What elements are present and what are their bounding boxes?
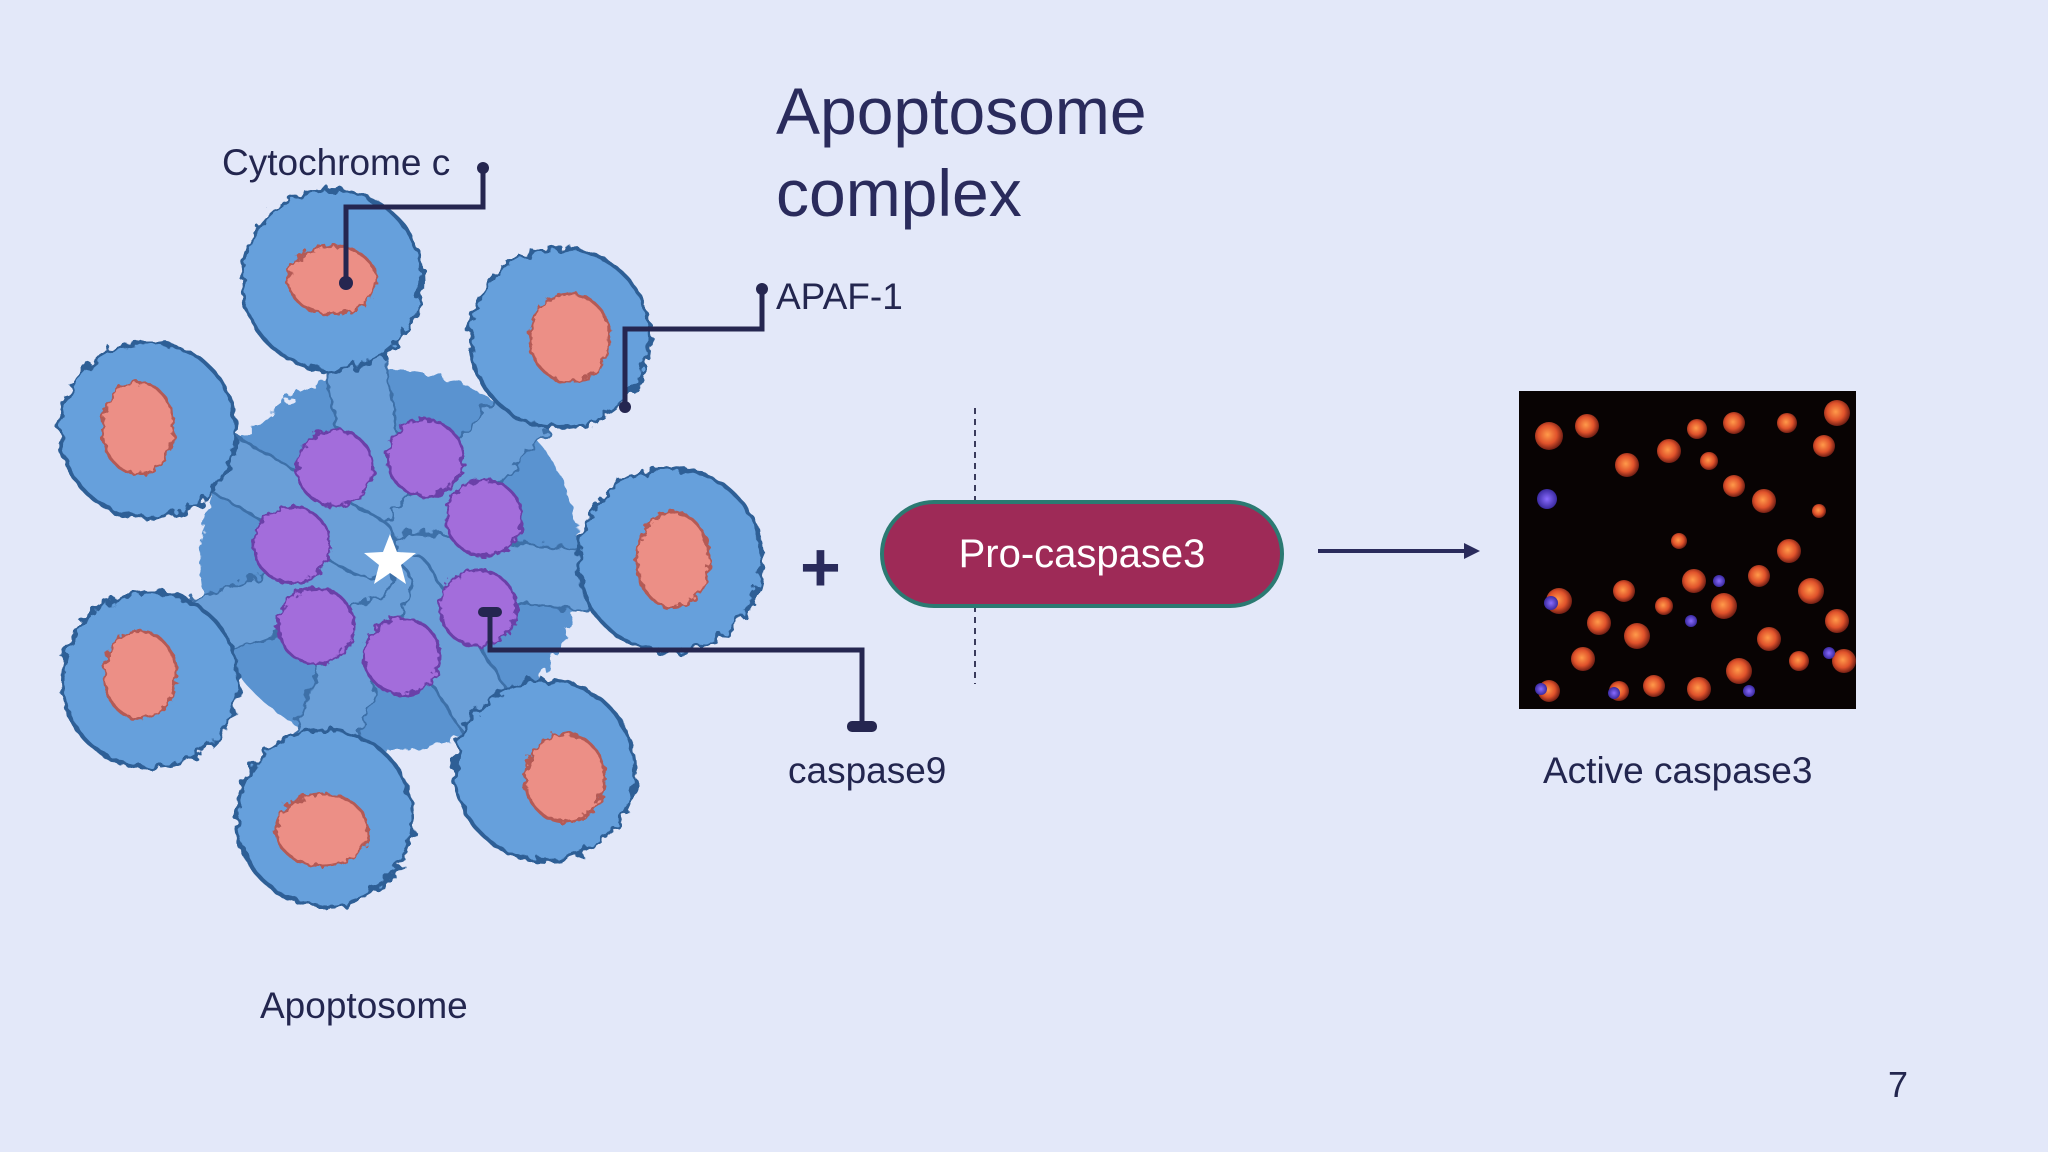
page-title: Apoptosome complex [776, 70, 1147, 234]
apoptosome-label: Apoptosome [260, 985, 468, 1026]
active-caspase3-label: Active caspase3 [1543, 750, 1813, 791]
title-line-1: Apoptosome [776, 74, 1147, 148]
cytochrome-c-domains [100, 244, 711, 868]
title-line-2: complex [776, 156, 1022, 230]
active-caspase3-micrograph [1519, 391, 1856, 709]
micrograph-cells [1535, 400, 1856, 702]
cytochrome-c-label: Cytochrome c [222, 142, 451, 183]
pro-caspase3-pill: Pro-caspase3 [880, 500, 1284, 608]
plus-icon: + [800, 528, 841, 606]
arrow-right-icon [1318, 543, 1480, 559]
pro-caspase3-text: Pro-caspase3 [958, 531, 1206, 576]
center-star-icon [364, 534, 416, 584]
caspase9-label: caspase9 [788, 750, 947, 791]
apaf1-label: APAF-1 [776, 276, 903, 317]
apaf1-callout [622, 286, 765, 410]
cytochrome-c-callout [343, 165, 486, 286]
caspase9-callout [487, 612, 865, 726]
page-number: 7 [1888, 1064, 1909, 1105]
caspase9-domains [252, 418, 524, 696]
